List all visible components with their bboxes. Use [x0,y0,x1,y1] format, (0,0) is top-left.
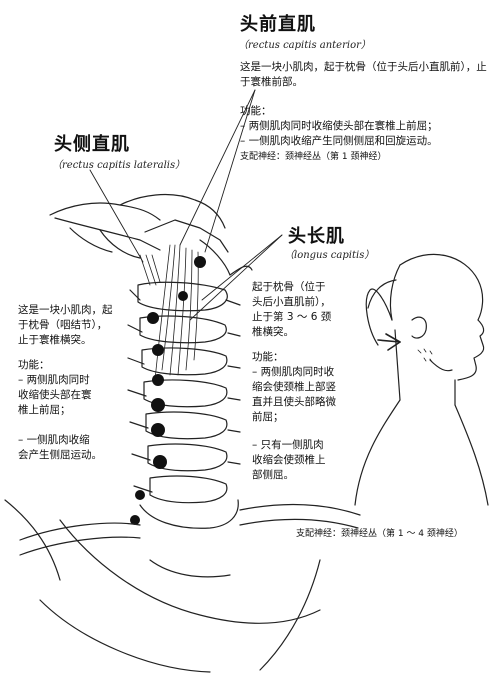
rectus-capitis-lateralis-function-item: – 一侧肌肉收缩 会产生侧屈运动。 [18,433,102,463]
rectus-capitis-lateralis-muscle [139,254,161,286]
rectus-capitis-lateralis-function-item: – 两侧肌肉同时 收缩使头部在寰 椎上前屈； [18,373,92,418]
rectus-capitis-anterior-latin: （rectus capitis anterior） [238,40,371,51]
longus-capitis-function-heading: 功能： [252,351,284,363]
function-line: 部侧屈。 [252,469,294,481]
cervical-vertebrae-drawing [127,281,241,529]
rectus-capitis-anterior-description: 这是一块小肌肉，起于枕骨（位于头后小直肌前），止于寰椎前部。 [240,61,487,88]
rectus-capitis-lateralis-title: 头侧直肌 [54,134,130,155]
skull-base-drawing [49,194,253,276]
function-line: 收缩会使颈椎上 [252,454,326,466]
function-line: – 两侧肌肉同时 [18,374,90,386]
longus-capitis-description: 起于枕骨（位于 头后小直肌前）， 止于第 3 ～ 6 颈 椎横突。 [252,280,331,340]
longus-capitis-function-item: – 只有一侧肌肉 收缩会使颈椎上 部侧屈。 [252,438,326,483]
rectus-capitis-anterior-function-heading: 功能： [240,105,272,117]
longus-capitis-title: 头长肌 [288,226,345,247]
longus-capitis-muscle [154,244,199,381]
function-line: 椎上前屈； [18,404,71,416]
description-line: 止于寰椎横突。 [18,334,92,346]
rectus-capitis-lateralis-description: 这是一块小肌肉，起 于枕骨（咽结节）， 止于寰椎横突。 [18,303,113,348]
longus-capitis-innervation: 支配神经：颈神经丛（第 1 ～ 4 颈神经） [296,529,463,539]
function-line: 缩会使颈椎上部竖 [252,381,336,393]
longus-capitis-function-item: – 两侧肌肉同时收 缩会使颈椎上部竖 直并且使头部略微 前屈； [252,365,336,425]
function-line: 前屈； [252,411,284,423]
leader-lines [89,89,283,321]
rectus-capitis-anterior-innervation: 支配神经：颈神经丛（第 1 颈神经） [240,152,387,162]
function-line: 会产生侧屈运动。 [18,449,102,461]
description-line: 止于第 3 ～ 6 颈 [252,311,332,323]
longus-capitis-latin: （longus capitis） [284,250,375,261]
shoulder-girdle-drawing [4,499,361,673]
arrow-icon [377,333,401,351]
function-line: – 两侧肌肉同时收 [252,366,335,378]
function-line: 直并且使头部略微 [252,396,336,408]
nerve-root-markers [130,256,206,525]
head-profile-sketch [354,253,489,506]
function-line: – 只有一侧肌肉 [252,439,324,451]
description-line: 这是一块小肌肉，起 [18,304,113,316]
rectus-capitis-anterior-function-item: – 两侧肌肉同时收缩使头部在寰椎上前屈； [240,120,438,132]
description-line: 于枕骨（咽结节）， [18,319,108,331]
function-line: – 一侧肌肉收缩 [18,434,90,446]
rectus-capitis-lateralis-latin: （rectus capitis lateralis） [52,160,186,171]
function-line: 收缩使头部在寰 [18,389,92,401]
description-line: 头后小直肌前）， [252,296,331,308]
description-line: 椎横突。 [252,326,294,338]
rectus-capitis-anterior-title: 头前直肌 [240,14,316,35]
description-line: 起于枕骨（位于 [252,281,326,293]
rectus-capitis-lateralis-function-heading: 功能： [18,359,50,371]
rectus-capitis-anterior-function-item: – 一侧肌肉收缩产生同侧侧屈和回旋运动。 [240,135,438,147]
